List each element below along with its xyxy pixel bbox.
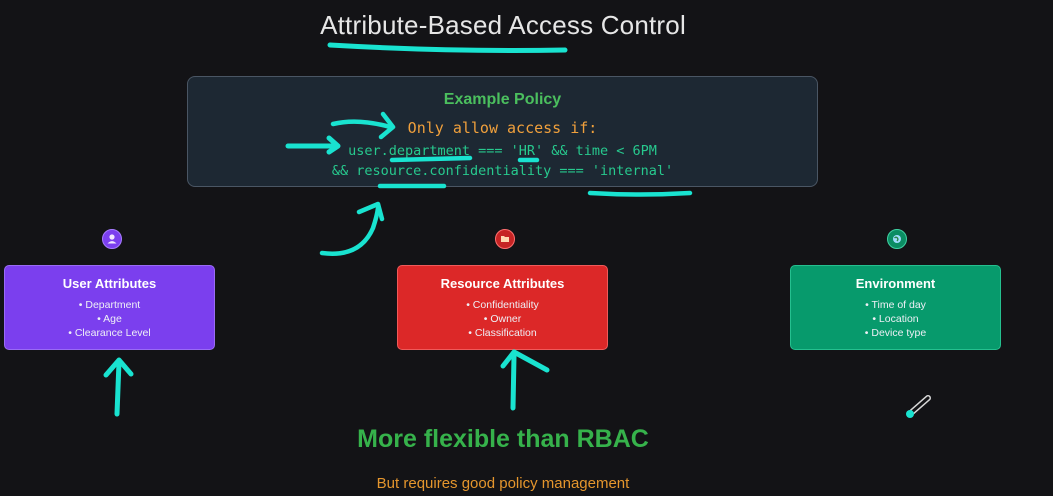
policy-rule-line-2: && resource.confidentiality === 'interna… <box>331 163 674 179</box>
arrowhead <box>378 111 396 140</box>
list-item: • Confidentiality <box>466 299 539 311</box>
resource-attributes-list: • Confidentiality • Owner • Classificati… <box>398 298 607 340</box>
list-item: • Clearance Level <box>68 327 151 339</box>
arrowhead <box>326 135 341 155</box>
environment-list: • Time of day • Location • Device type <box>791 298 1000 340</box>
department-underline <box>389 155 473 163</box>
hook-arrow <box>319 205 381 256</box>
policy-heading: Example Policy <box>443 91 562 108</box>
user-card-arrow <box>114 359 122 417</box>
example-policy-box: Example Policy Only allow access if: use… <box>187 76 818 187</box>
list-item: • Owner <box>483 313 522 325</box>
list-item: • Location <box>872 313 919 325</box>
subtagline: But requires good policy management <box>376 475 630 492</box>
folder-icon <box>495 229 515 249</box>
environment-title: Environment <box>855 276 936 291</box>
arrowhead <box>356 201 385 222</box>
list-item: • Age <box>97 313 122 325</box>
user-attributes-card: User Attributes • Department • Age • Cle… <box>4 265 215 350</box>
policy-intro: Only allow access if: <box>407 119 598 137</box>
list-item: • Department <box>78 299 141 311</box>
resource-attributes-card: Resource Attributes • Confidentiality • … <box>397 265 608 350</box>
user-attributes-title: User Attributes <box>62 276 157 291</box>
policy-rule-line-1: user.department === 'HR' && time < 6PM <box>348 143 657 159</box>
internal-underline <box>587 190 693 197</box>
user-attributes-list: • Department • Age • Clearance Level <box>5 298 214 340</box>
user-icon <box>102 229 122 249</box>
list-item: • Device type <box>864 327 927 339</box>
pen-cursor-icon <box>906 395 931 418</box>
arrowhead <box>500 349 550 373</box>
page-title: Attribute-Based Access Control <box>320 10 686 40</box>
resource-card-arrow <box>510 353 517 411</box>
arrow-to-intro <box>330 119 393 130</box>
title-underline <box>327 42 568 53</box>
arrowhead <box>103 357 134 378</box>
globe-icon <box>887 229 907 249</box>
resource-attributes-title: Resource Attributes <box>440 276 565 291</box>
tagline: More flexible than RBAC <box>357 425 649 453</box>
list-item: • Time of day <box>865 299 926 311</box>
environment-card: Environment • Time of day • Location • D… <box>790 265 1001 350</box>
list-item: • Classification <box>468 327 537 339</box>
